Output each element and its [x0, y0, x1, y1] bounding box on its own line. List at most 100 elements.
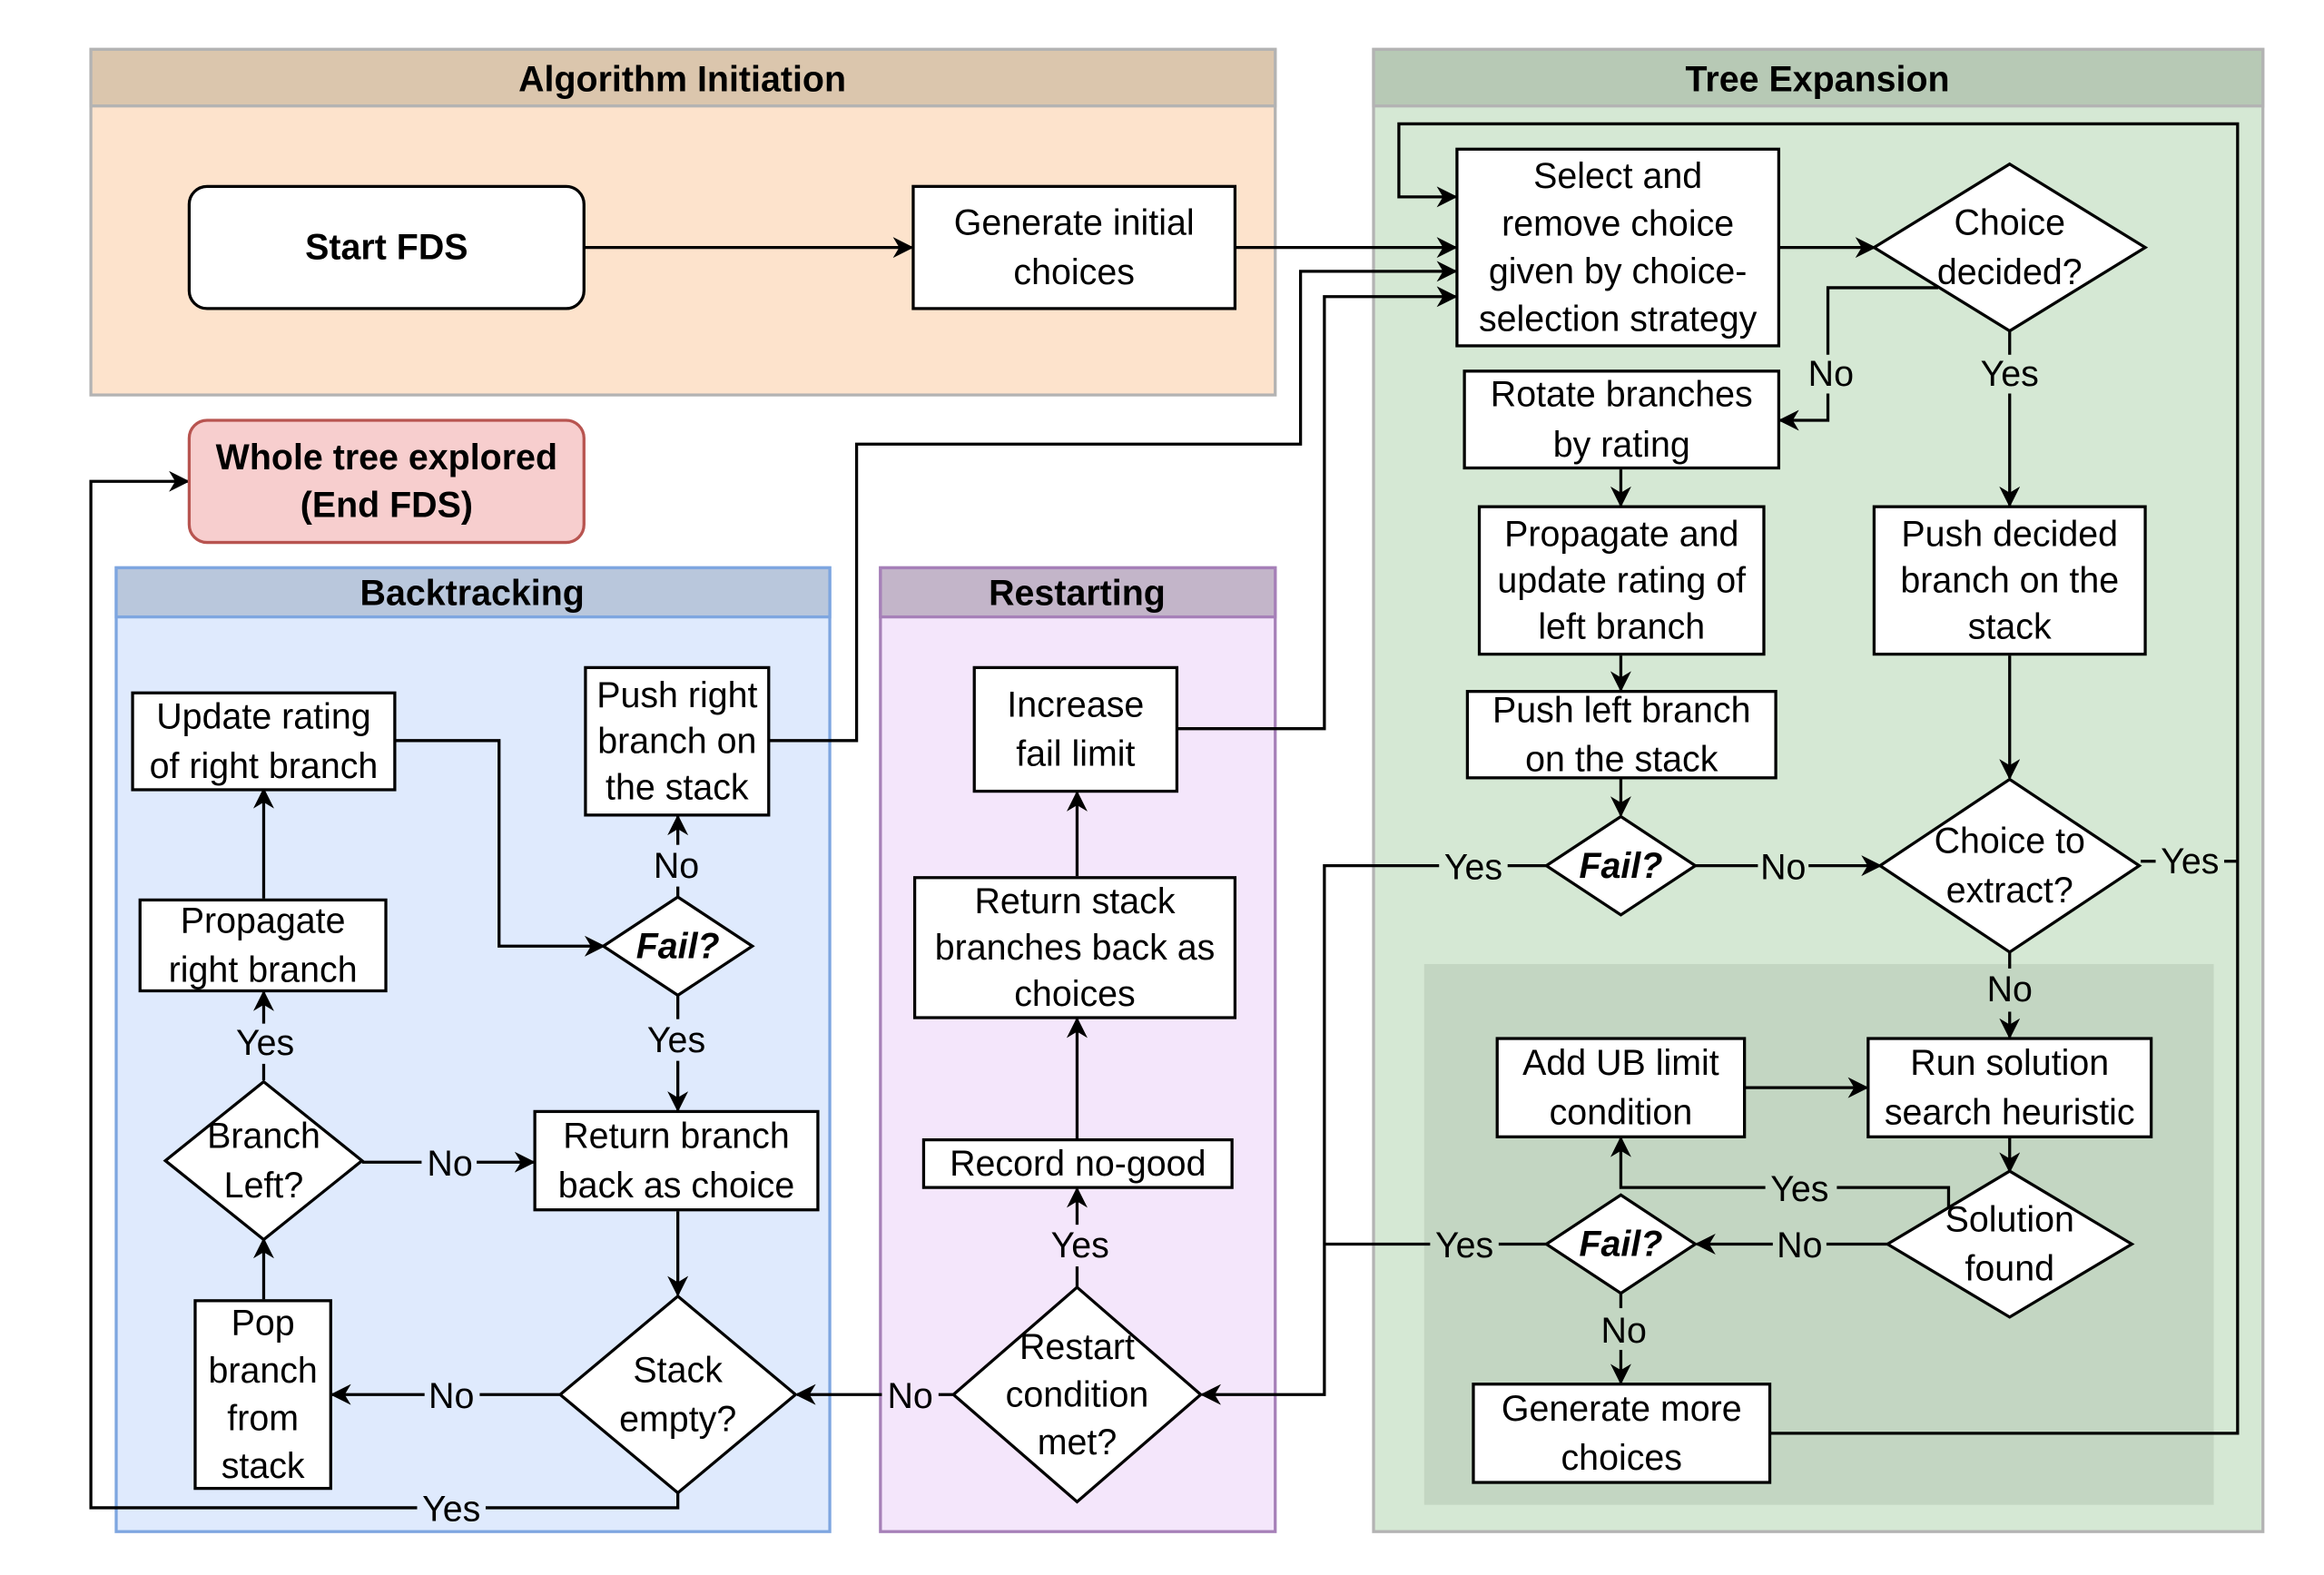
node-push-left: Push left branch on the stack [1465, 690, 1777, 780]
node-label-line: search heuristic [1885, 1092, 2135, 1132]
node-label-line: Left? [224, 1166, 304, 1206]
node-label-line: Choice [1954, 203, 2065, 243]
node-label-line: choices [1013, 252, 1135, 292]
process-shape [138, 898, 388, 993]
node-label-line: found [1965, 1249, 2054, 1289]
node-label-line: Pop [231, 1304, 295, 1344]
node-label-line: Return stack [974, 881, 1175, 921]
node-label-line: Generate more [1502, 1389, 1742, 1429]
edge-update-to-fail [394, 739, 606, 957]
node-return-stack: Return stack branches back as choices [912, 876, 1237, 1019]
node-choice-decided: Choice decided? [1871, 162, 2149, 333]
label-yes: Yes [1444, 847, 1502, 887]
node-label-line: Add UB limit [1522, 1043, 1719, 1083]
node-fail-sol: Fail? [1543, 1193, 1699, 1295]
decision-shape [950, 1285, 1204, 1504]
edge-stack-yes [485, 1492, 680, 1510]
node-add-ub: Add UB limit condition [1495, 1037, 1747, 1138]
label-no: No [1777, 1226, 1822, 1265]
node-label-line: condition [1006, 1374, 1149, 1414]
label-no: No [1808, 354, 1854, 394]
node-label-line: Generate initial [954, 203, 1195, 243]
node-label-line: Update rating [156, 697, 370, 737]
node-label-line: back as choice [558, 1166, 794, 1206]
node-label-line: Solution [1945, 1200, 2074, 1240]
node-label-line: selection strategy [1479, 300, 1758, 340]
process-shape [1465, 690, 1777, 780]
process-shape [1872, 505, 2147, 656]
node-label-line: choices [1014, 974, 1136, 1014]
node-label-line: Push left branch [1492, 690, 1751, 730]
node-label-line: Fail? [636, 926, 720, 966]
node-label-line: right branch [169, 950, 358, 990]
terminal-shape [187, 184, 586, 310]
node-solution-found: Solution found [1884, 1169, 2135, 1319]
label-no: No [428, 1376, 474, 1416]
edge-generate-more-to-select [1397, 122, 2240, 1435]
node-label-line: extract? [1946, 871, 2073, 911]
node-start: Start FDS [187, 184, 586, 310]
decision-shape [1877, 777, 2142, 954]
decision-shape [600, 895, 755, 998]
edge-increase-fail-to-select [1177, 286, 1458, 731]
edge-solution-yes-arrow [1610, 1136, 1766, 1189]
process-shape [911, 184, 1237, 310]
node-label-line: Push right [596, 675, 757, 715]
node-label-line: (End FDS) [300, 486, 473, 526]
node-label-line: Record no-good [950, 1144, 1206, 1184]
process-shape [1477, 505, 1766, 656]
node-label-line: Choice to [1935, 822, 2085, 861]
lane-title-restarting: Restarting [989, 573, 1166, 613]
node-label-line: the stack [606, 768, 749, 808]
node-stack-empty: Stack empty? [557, 1294, 798, 1495]
node-fail-back: Fail? [600, 895, 755, 998]
process-shape [1462, 369, 1781, 470]
process-shape [921, 1137, 1234, 1189]
edge-choice-decided-no [1826, 286, 1938, 355]
decision-shape [1543, 1193, 1699, 1295]
lane-title-backtracking: Backtracking [360, 573, 585, 613]
node-label-line: empty? [619, 1399, 736, 1439]
node-label-line: branch on the [1900, 561, 2119, 601]
process-shape [1472, 1383, 1772, 1484]
node-label-line: on the stack [1525, 739, 1718, 779]
label-no: No [887, 1376, 932, 1416]
decision-shape [557, 1294, 798, 1495]
edge-fail-tree-yes-line [1200, 864, 1440, 1405]
label-yes: Yes [422, 1490, 480, 1530]
terminal-shape [187, 418, 586, 545]
node-label-line: Whole tree explored [216, 438, 557, 477]
edges: No Yes No Yes Yes No Yes [89, 122, 2240, 1530]
node-label-line: branches back as [935, 928, 1216, 968]
label-yes: Yes [1435, 1226, 1493, 1265]
node-fail-tree: Fail? [1543, 814, 1699, 917]
process-shape [533, 1109, 820, 1212]
node-label-line: Branch [207, 1117, 320, 1157]
node-label-line: Stack [633, 1350, 723, 1390]
node-label-line: left branch [1538, 606, 1705, 646]
node-label-line: Rotate branches [1491, 374, 1753, 414]
node-record-nogood: Record no-good [921, 1137, 1234, 1189]
node-label-line: met? [1038, 1422, 1118, 1462]
nodes: Start FDS Whole tree explored (End FDS) Gen… [131, 147, 2153, 1504]
label-yes: Yes [236, 1023, 294, 1063]
node-label-line: Select and [1533, 156, 1702, 196]
label-yes: Yes [1051, 1226, 1109, 1265]
node-label-line: condition [1550, 1092, 1693, 1132]
node-label-line: decided? [1937, 252, 2083, 292]
node-label-line: Restart [1019, 1327, 1135, 1367]
node-label-line: stack [1968, 606, 2052, 646]
node-label-line: Fail? [1579, 846, 1662, 886]
node-label-line: Run solution [1910, 1043, 2109, 1083]
label-yes: Yes [1981, 354, 2039, 394]
node-label-line: branch [208, 1351, 317, 1391]
